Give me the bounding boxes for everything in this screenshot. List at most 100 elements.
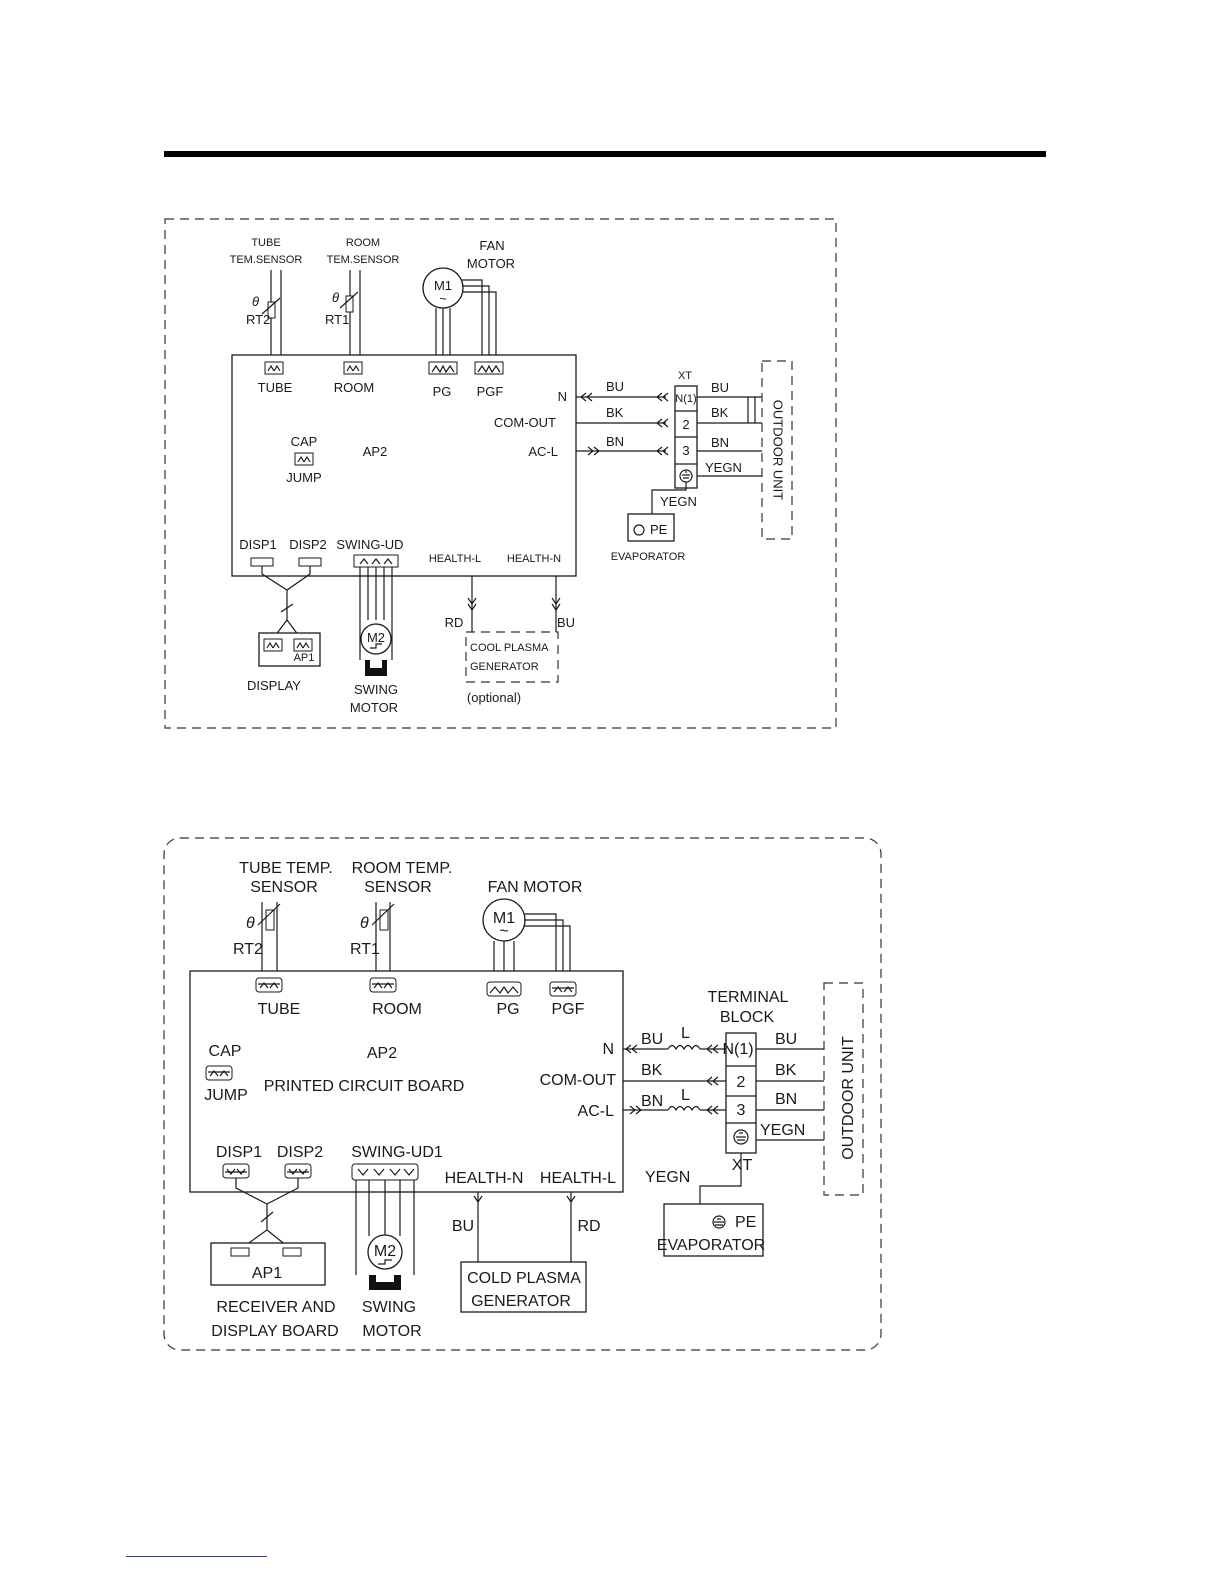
disp2-connector — [284, 1163, 312, 1179]
tube-connector — [264, 361, 284, 375]
tube-sensor-label-2: SENSOR — [250, 879, 318, 896]
pgf-label: PGF — [477, 384, 504, 399]
terminal-3: 3 — [737, 1102, 746, 1119]
disp1-connector — [250, 557, 274, 567]
n-terminal-label: N — [602, 1041, 614, 1058]
m1-label: M1 — [434, 278, 452, 293]
pcb-label: PRINTED CIRCUIT BOARD — [264, 1078, 465, 1095]
pg-label: PG — [496, 1001, 519, 1018]
m2-label: M2 — [374, 1243, 396, 1260]
diagram-1-frame — [164, 218, 837, 729]
theta-symbol: θ — [246, 915, 255, 932]
header-rule — [164, 151, 1046, 157]
rt2-label: RT2 — [246, 312, 270, 327]
swing-motor-label-2: MOTOR — [350, 700, 398, 715]
wire-yegn-pe-label: YEGN — [660, 494, 697, 509]
terminal-n1: N(1) — [675, 393, 696, 405]
disp2-label: DISP2 — [289, 537, 327, 552]
swing-motor-label: SWING — [354, 682, 398, 697]
room-sensor: ROOM TEM.SENSOR θ RT1 — [325, 237, 399, 360]
room-sensor-label: ROOM — [346, 237, 380, 249]
ground-icon — [633, 524, 645, 536]
pg-connector — [486, 981, 522, 997]
bu-label: BU — [452, 1218, 474, 1235]
terminal-2: 2 — [737, 1074, 746, 1091]
wire-yegn-out-label: YEGN — [760, 1122, 805, 1139]
display-connector-1 — [263, 638, 283, 652]
ap1-label: AP1 — [252, 1265, 282, 1282]
disp2-connector — [298, 557, 322, 567]
display-connector-1 — [230, 1247, 250, 1257]
tube-connector-label: TUBE — [258, 380, 293, 395]
pg-connector — [428, 361, 458, 375]
terminal-n1: N(1) — [722, 1041, 753, 1058]
cap-jump-connector — [294, 452, 314, 466]
terminal-block-label: TERMINAL — [708, 989, 789, 1006]
thermistor-rt1-icon — [379, 909, 389, 931]
inductor-l2-label: L — [681, 1087, 690, 1104]
swing-motor-m2-icon — [360, 623, 392, 655]
wire-bk-label: BK — [641, 1062, 663, 1079]
wire-bk-label: BK — [606, 405, 624, 420]
disp1-label: DISP1 — [239, 537, 277, 552]
ground-icon — [712, 1215, 726, 1229]
room-sensor-label-2: TEM.SENSOR — [327, 254, 400, 266]
cap-label: CAP — [209, 1043, 242, 1060]
ac-l-label: AC-L — [578, 1103, 615, 1120]
wire-bu-label: BU — [606, 379, 624, 394]
footer-link-rule — [126, 1556, 267, 1557]
wire-bk-out-label: BK — [775, 1062, 797, 1079]
wire-bn-out-label: BN — [775, 1091, 797, 1108]
swing-ud-label: SWING-UD — [336, 537, 403, 552]
thermistor-rt2-icon — [267, 301, 276, 319]
fan-motor-label: FAN — [479, 238, 504, 253]
room-connector-label: ROOM — [334, 380, 374, 395]
inductor-l1-label: L — [681, 1025, 690, 1042]
pgf-connector — [474, 361, 504, 375]
display-connector-2 — [293, 638, 313, 652]
tube-sensor-label: TUBE TEMP. — [239, 860, 333, 877]
swing-ud1-connector — [351, 1163, 419, 1181]
terminal-block-xt: N(1) 2 3 — [722, 1032, 757, 1154]
cool-plasma-generator-box — [465, 631, 559, 683]
optional-label: (optional) — [467, 690, 521, 705]
theta-symbol: θ — [360, 915, 369, 932]
display-connector-2 — [282, 1247, 302, 1257]
ac-symbol: ~ — [439, 291, 447, 306]
cap-jump-connector — [205, 1065, 233, 1081]
plasma-label-2: GENERATOR — [471, 1293, 571, 1310]
com-out-label: COM-OUT — [494, 415, 556, 430]
fan-motor-label-2: MOTOR — [467, 256, 515, 271]
cap-label: CAP — [291, 434, 318, 449]
tube-connector — [255, 977, 283, 993]
health-n-label: HEALTH-N — [507, 553, 561, 565]
tube-sensor-label-2: TEM.SENSOR — [230, 254, 303, 266]
receiver-display-board-ap1 — [210, 1242, 326, 1286]
jump-label: JUMP — [286, 470, 321, 485]
evaporator-label: EVAPORATOR — [611, 551, 686, 563]
rt1-label: RT1 — [325, 312, 349, 327]
theta-symbol: θ — [332, 290, 339, 305]
terminal-block-xt: N(1) 2 3 — [674, 385, 698, 489]
terminal-3: 3 — [682, 443, 689, 458]
health-n-label: HEALTH-N — [445, 1170, 524, 1187]
rd-label: RD — [445, 615, 464, 630]
outdoor-unit-box — [823, 982, 864, 1196]
com-out-label: COM-OUT — [540, 1072, 617, 1089]
plasma-label: COLD PLASMA — [467, 1270, 581, 1287]
m2-label: M2 — [367, 630, 385, 645]
rt1-label: RT1 — [350, 941, 380, 958]
fan-motor-label: FAN MOTOR — [488, 879, 583, 896]
ap2-label: AP2 — [367, 1045, 397, 1062]
ac-l-label: AC-L — [528, 444, 558, 459]
wire-bn-out-label: BN — [711, 435, 729, 450]
room-connector — [343, 361, 363, 375]
room-sensor-label-2: SENSOR — [364, 879, 432, 896]
terminal-block-label-2: BLOCK — [720, 1009, 775, 1026]
ground-icon — [733, 1129, 749, 1145]
receiver-label: RECEIVER AND — [216, 1299, 335, 1316]
xt-label: XT — [732, 1157, 753, 1174]
health-l-label: HEALTH-L — [429, 553, 481, 565]
wire-yegn-pe-label: YEGN — [645, 1169, 690, 1186]
